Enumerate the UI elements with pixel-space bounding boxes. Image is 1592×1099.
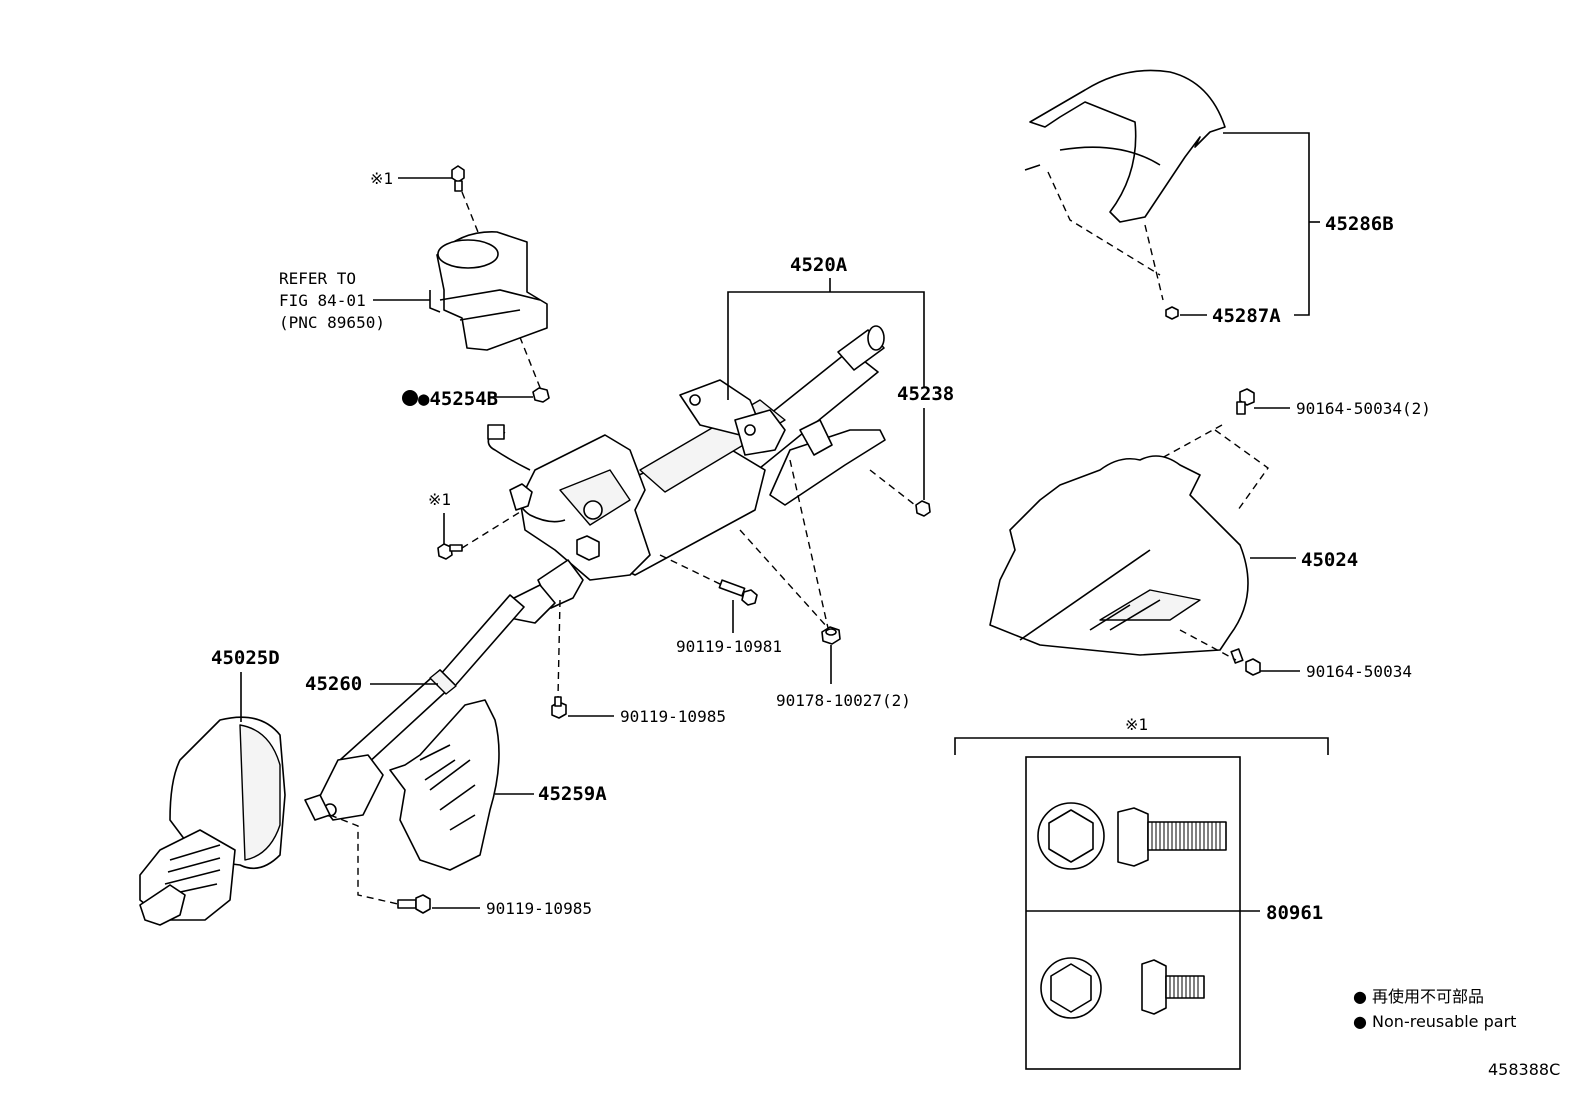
bolt-top[interactable] [451,165,465,192]
callout-4520A: 4520A [790,254,848,276]
callout-90119-10985-lower: 90119-10985 [486,899,592,918]
callout-45254B: ●45254B [418,388,498,410]
refer-text-line1: REFER TO [279,269,356,288]
callout-45238: 45238 [897,383,954,405]
legend-jp: ● 再使用不可部品 [1353,987,1484,1006]
callout-45259A: 45259A [538,783,607,805]
large-nut-icon [1037,802,1105,870]
kit-80961-box [1025,756,1241,1070]
column-hole-cover[interactable] [389,699,500,871]
lower-column-cover[interactable] [989,455,1249,656]
bolt-90119-10985-lower[interactable] [397,894,431,914]
callout-90119-10981: 90119-10981 [676,637,782,656]
legend-en: ● Non-reusable part [1353,1012,1516,1031]
steering-column-assembly[interactable] [487,325,886,581]
callout-80961: 80961 [1266,902,1323,924]
callout-90164-50034: 90164-50034 [1306,662,1412,681]
small-bolt-icon [1141,959,1205,1015]
screw-90164-50034-lower[interactable] [1230,648,1261,676]
intermediate-shaft[interactable] [304,559,584,821]
callout-45260: 45260 [305,673,362,695]
part-45254B[interactable] [532,387,550,403]
steering-lock-module[interactable] [429,231,548,351]
mark-mid-label: ※1 [428,490,451,509]
callout-45286B: 45286B [1325,213,1394,235]
refer-text-line2: FIG 84-01 [279,291,366,310]
callout-90178-10027: 90178-10027(2) [776,691,911,710]
mark-top-label: ※1 [370,169,393,188]
steering-boot-45025D[interactable] [139,716,286,926]
kit-bracket [954,737,1329,755]
upper-column-cover[interactable] [1024,69,1226,223]
mark-kit-label: ※1 [1125,715,1148,734]
bolt-mid[interactable] [437,543,463,560]
bolt-90119-10981[interactable] [718,579,758,606]
small-nut-icon [1040,957,1102,1019]
large-bolt-icon [1117,807,1227,867]
non-reusable-dot-icon [402,390,418,406]
nut-90178-10027[interactable] [821,626,841,645]
clip-45287A[interactable] [1165,306,1179,320]
nut-45238[interactable] [915,500,931,517]
callout-45024: 45024 [1301,549,1358,571]
callout-90119-10985-upper: 90119-10985 [620,707,726,726]
callout-90164-50034-2: 90164-50034(2) [1296,399,1431,418]
refer-text-line3: (PNC 89650) [279,313,385,332]
callout-45025D: 45025D [211,647,280,669]
screw-90164-50034-upper[interactable] [1236,388,1255,415]
bolt-90119-10985-upper[interactable] [551,696,567,719]
diagram-id: 458388C [1488,1060,1560,1079]
callout-45287A: 45287A [1212,305,1281,327]
